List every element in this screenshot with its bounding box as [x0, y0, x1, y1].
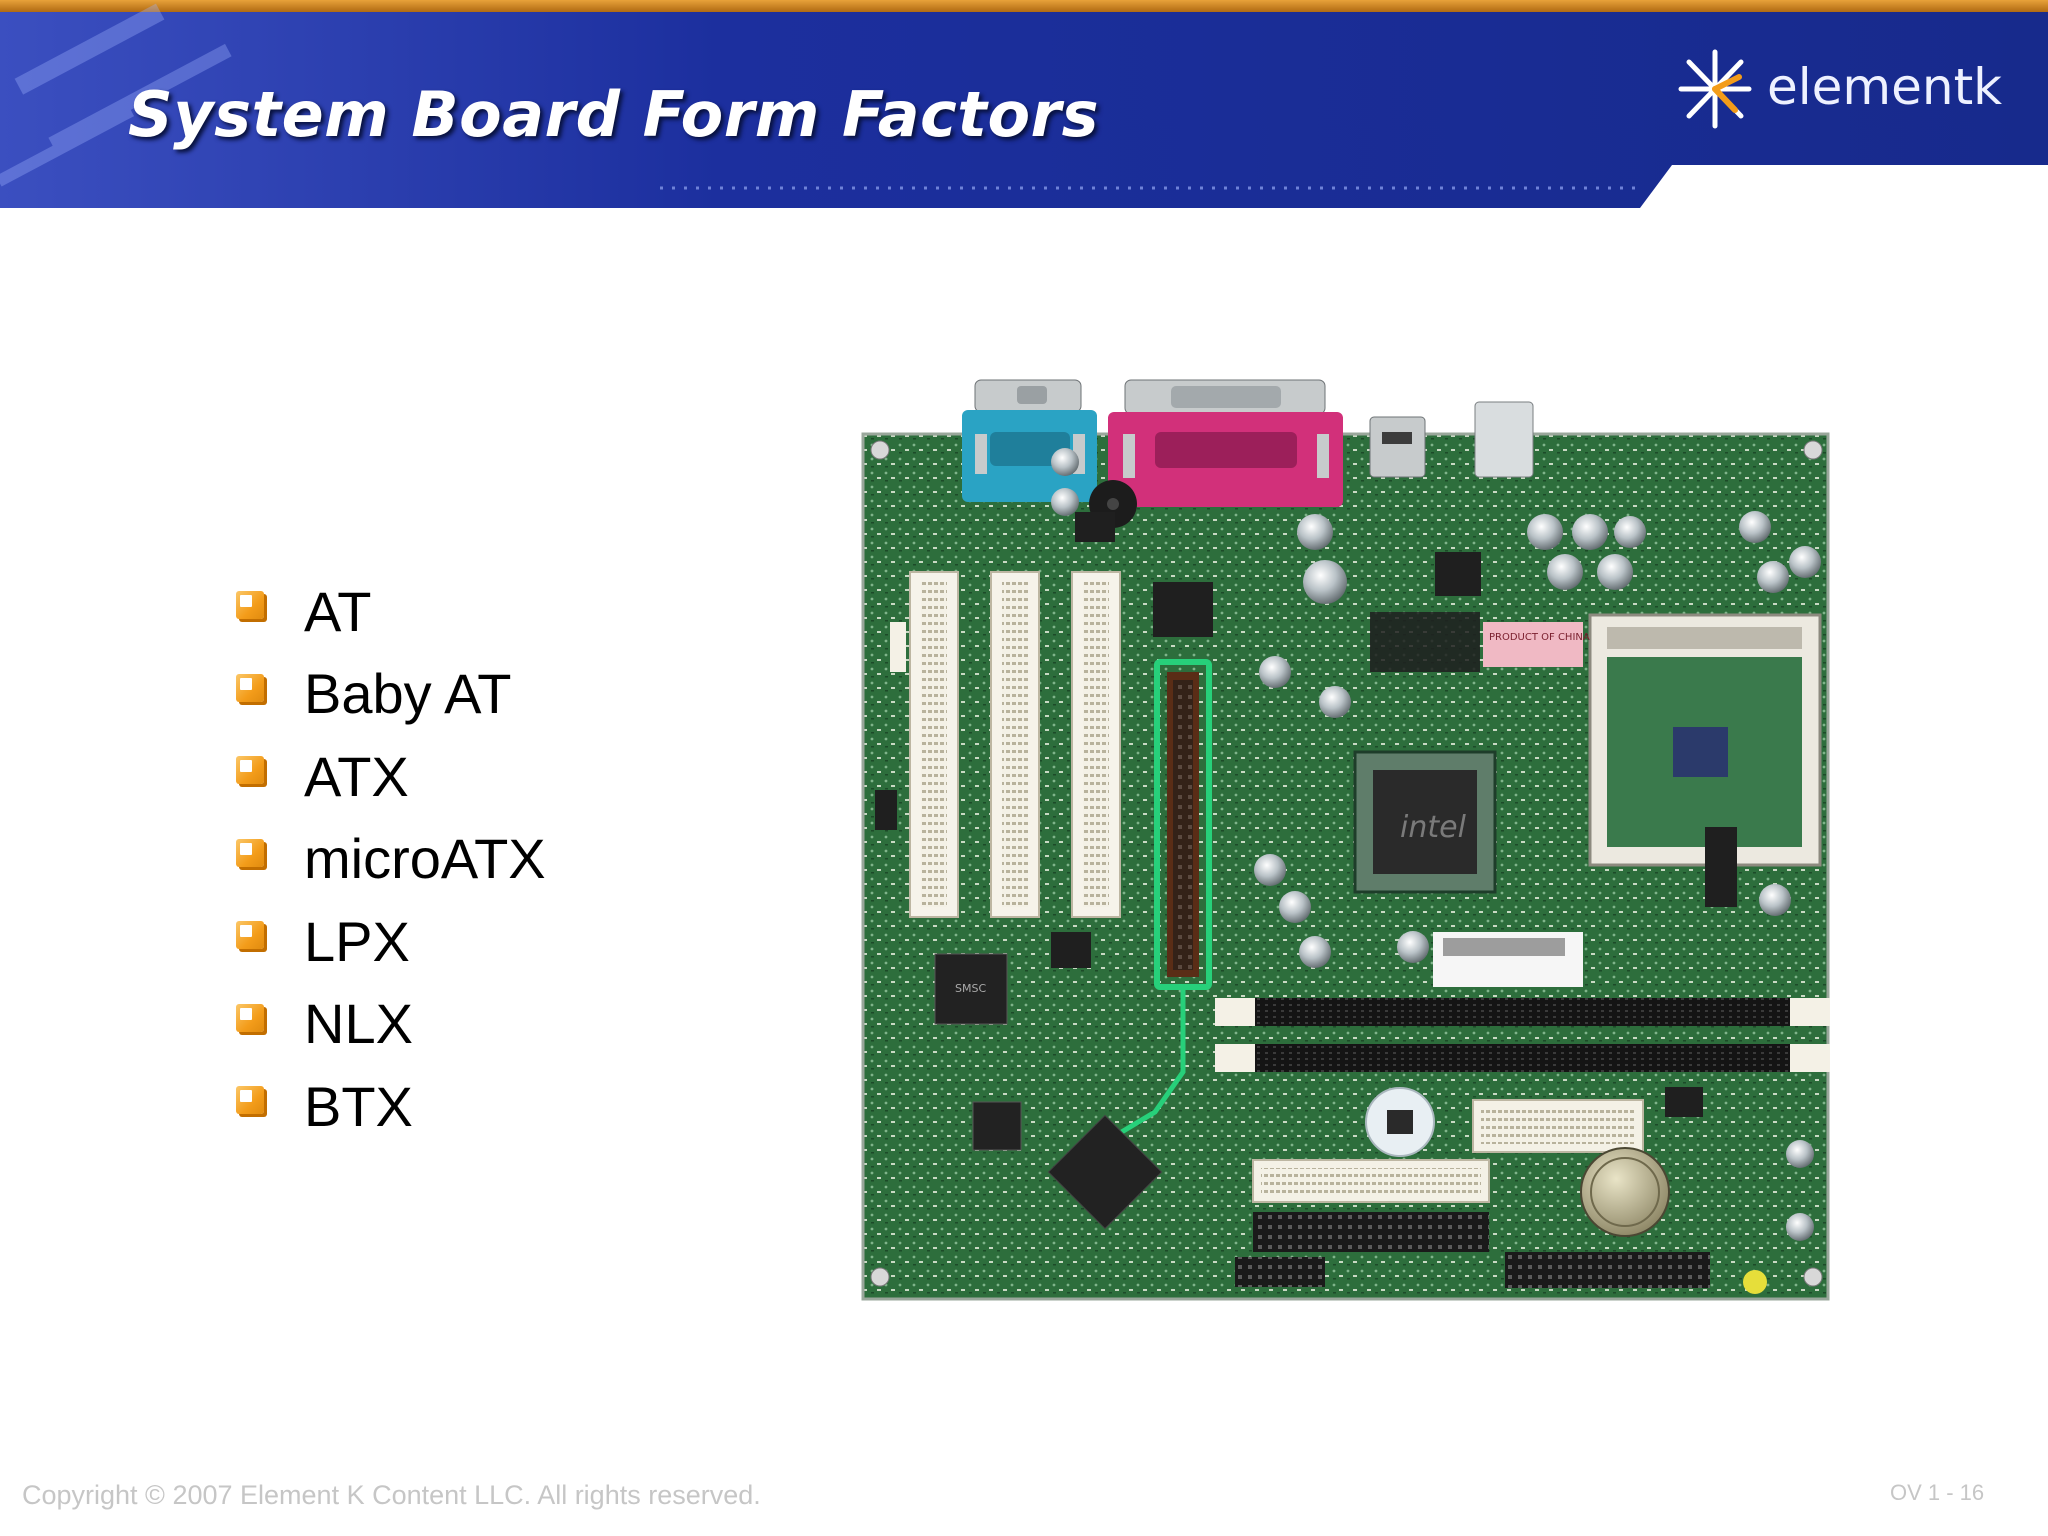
copyright-notice: Copyright © 2007 Element K Content LLC. … [22, 1480, 761, 1510]
list-item: AT [236, 570, 546, 653]
checkbox-bullet-icon [236, 673, 264, 702]
form-factor-list: AT Baby AT ATX microATX LPX NLX BTX [236, 570, 546, 1148]
list-item-label: microATX [304, 827, 546, 891]
asterisk-logo-icon [1678, 49, 1752, 129]
controller-label: SMSC [955, 982, 986, 995]
motherboard-image: intel PRODUCT OF CHINA [855, 372, 1855, 1302]
checkbox-bullet-icon [236, 756, 264, 785]
list-item-label: LPX [304, 909, 410, 973]
chipset-label: intel [1400, 810, 1467, 845]
list-item-label: ATX [304, 744, 409, 808]
list-item-label: AT [304, 579, 372, 643]
header-banner [0, 0, 2048, 210]
page-number: OV 1 - 16 [1890, 1480, 1985, 1505]
list-item-label: Baby AT [304, 662, 512, 726]
checkbox-bullet-icon [236, 1003, 264, 1032]
element-k-logo: elementk [1675, 44, 2015, 134]
list-item-label: NLX [304, 992, 413, 1056]
list-item: Baby AT [236, 653, 546, 736]
list-item: LPX [236, 900, 546, 983]
checkbox-bullet-icon [236, 838, 264, 867]
list-item: NLX [236, 983, 546, 1066]
product-label: PRODUCT OF CHINA [1489, 632, 1590, 643]
slide-title: System Board Form Factors [128, 78, 1100, 151]
checkbox-bullet-icon [236, 921, 264, 950]
checkbox-bullet-icon [236, 1086, 264, 1115]
checkbox-bullet-icon [236, 591, 264, 620]
list-item: ATX [236, 735, 546, 818]
list-item-label: BTX [304, 1074, 413, 1138]
brand-name: elementk [1767, 58, 2003, 116]
list-item: BTX [236, 1065, 546, 1148]
list-item: microATX [236, 818, 546, 901]
